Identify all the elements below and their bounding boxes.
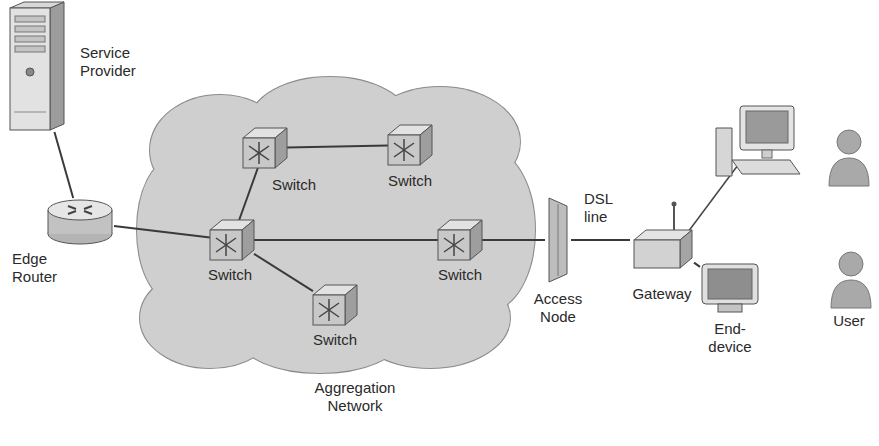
switch-node: Switch: [243, 128, 287, 168]
icon-canvas: [210, 220, 254, 260]
label-box: Aggregation Network: [297, 379, 413, 415]
label-box: Edge Router: [12, 250, 68, 286]
switch-node: Switch: [438, 220, 482, 260]
switch-node: Switch: [210, 220, 254, 260]
label-box: End-device: [698, 320, 762, 356]
device-label: Edge Router: [12, 250, 68, 286]
label-box: Switch: [304, 331, 366, 349]
device-label: Service Provider: [80, 44, 146, 80]
icon-canvas: [828, 250, 874, 308]
icon-canvas: [313, 285, 357, 325]
device-label: User: [821, 312, 877, 330]
device-label: Switch: [429, 266, 491, 284]
user-icon: [829, 130, 869, 186]
device-label: Aggregation Network: [297, 379, 413, 415]
switch-icon: [313, 285, 357, 325]
label-box: Switch: [379, 172, 441, 190]
label-box: Switch: [263, 176, 325, 194]
icon-canvas: [46, 198, 114, 246]
device-label: Switch: [379, 172, 441, 190]
device-label: Gateway: [622, 285, 702, 303]
icon-canvas: [545, 198, 571, 282]
label-box: Access Node: [528, 290, 588, 326]
device-label: Switch: [304, 331, 366, 349]
network-link: [254, 239, 438, 241]
device-label: End-device: [698, 320, 762, 356]
user-node: User: [828, 250, 874, 308]
icon-canvas: [700, 262, 760, 314]
gateway-icon: [634, 202, 692, 269]
switch-icon: [388, 125, 432, 165]
access-icon: [549, 198, 567, 282]
network-link: [254, 254, 313, 291]
label-box: Service Provider: [80, 44, 146, 80]
label-box: Switch: [429, 266, 491, 284]
access-node: Access Node: [545, 198, 571, 282]
switch-node: Switch: [313, 285, 357, 325]
switch-icon: [210, 220, 254, 260]
device-label: Switch: [199, 266, 261, 284]
cloud-shape: [137, 77, 535, 373]
icon-canvas: [243, 128, 287, 168]
label-box: Gateway: [622, 285, 702, 303]
server-node: Service Provider: [2, 2, 70, 132]
icon-canvas: [2, 2, 70, 132]
computer-icon: [716, 106, 800, 176]
network-link: [239, 168, 258, 220]
link-label: DSL line: [584, 190, 626, 226]
icon-canvas: [438, 220, 482, 260]
router-node: Edge Router: [46, 198, 114, 246]
end-device-node: End-device: [700, 262, 760, 314]
label-box: User: [821, 312, 877, 330]
label-box: Switch: [199, 266, 261, 284]
network-link: [114, 226, 210, 237]
user-icon: [831, 252, 871, 308]
device-label: Switch: [263, 176, 325, 194]
router-icon: [48, 200, 112, 244]
network-link: [287, 145, 388, 147]
server-icon: [10, 2, 64, 130]
switch-icon: [438, 220, 482, 260]
network-link: [694, 263, 700, 267]
network-cloud: Aggregation NetworkSwitchSwitchSwitchSwi…: [140, 82, 532, 374]
icon-canvas: [388, 125, 432, 165]
network-link: [571, 239, 630, 241]
network-link: [482, 239, 545, 241]
switch-node: Switch: [388, 125, 432, 165]
network-link: [54, 132, 73, 198]
icon-canvas: [630, 200, 694, 280]
switch-icon: [243, 128, 287, 168]
link-label-box: DSL line: [584, 190, 626, 226]
tv-icon: [702, 264, 758, 312]
device-label: Access Node: [528, 290, 588, 326]
gateway-node: Gateway: [630, 200, 694, 280]
